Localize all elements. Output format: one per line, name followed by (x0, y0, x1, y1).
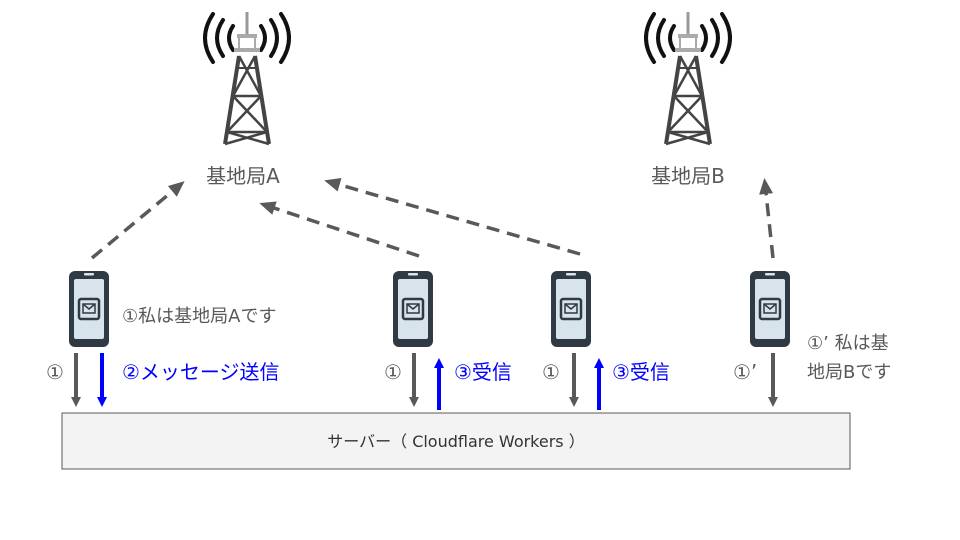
receive-label-phone2: ③受信 (454, 360, 512, 384)
dashed-arrow-phone4-to-b (759, 178, 775, 259)
smartphone-3-icon (549, 269, 593, 349)
phone1-annotation: ①私は基地局Aです (122, 306, 276, 327)
phone4-annotation-line1: ①’ 私は基 (807, 333, 889, 354)
step1-label-phone2: ① (384, 360, 402, 384)
dashed-arrow-phone2-to-a (259, 201, 420, 258)
smartphone-2-icon (391, 269, 435, 349)
server-label: サーバー（ Cloudflare Workers ） (327, 432, 584, 451)
receive-label-phone3: ③受信 (612, 360, 670, 384)
step1-prime-label-phone4: ①’ (733, 360, 757, 384)
dashed-arrow-phone1-to-a (90, 181, 185, 260)
smartphone-1-icon (67, 269, 111, 349)
station-a-label: 基地局A (206, 164, 280, 188)
step1-label-phone3: ① (542, 360, 560, 384)
step1-label-phone1: ① (46, 360, 64, 384)
smartphone-4-icon (748, 269, 792, 349)
cell-tower-a-icon (203, 10, 291, 146)
send-message-label: ②メッセージ送信 (122, 360, 280, 384)
station-b-label: 基地局B (651, 164, 725, 188)
dashed-arrow-phone3-to-a (324, 178, 581, 256)
cell-tower-b-icon (644, 10, 732, 146)
phone4-annotation-line2: 地局Bです (807, 362, 891, 383)
server-box (61, 412, 851, 470)
